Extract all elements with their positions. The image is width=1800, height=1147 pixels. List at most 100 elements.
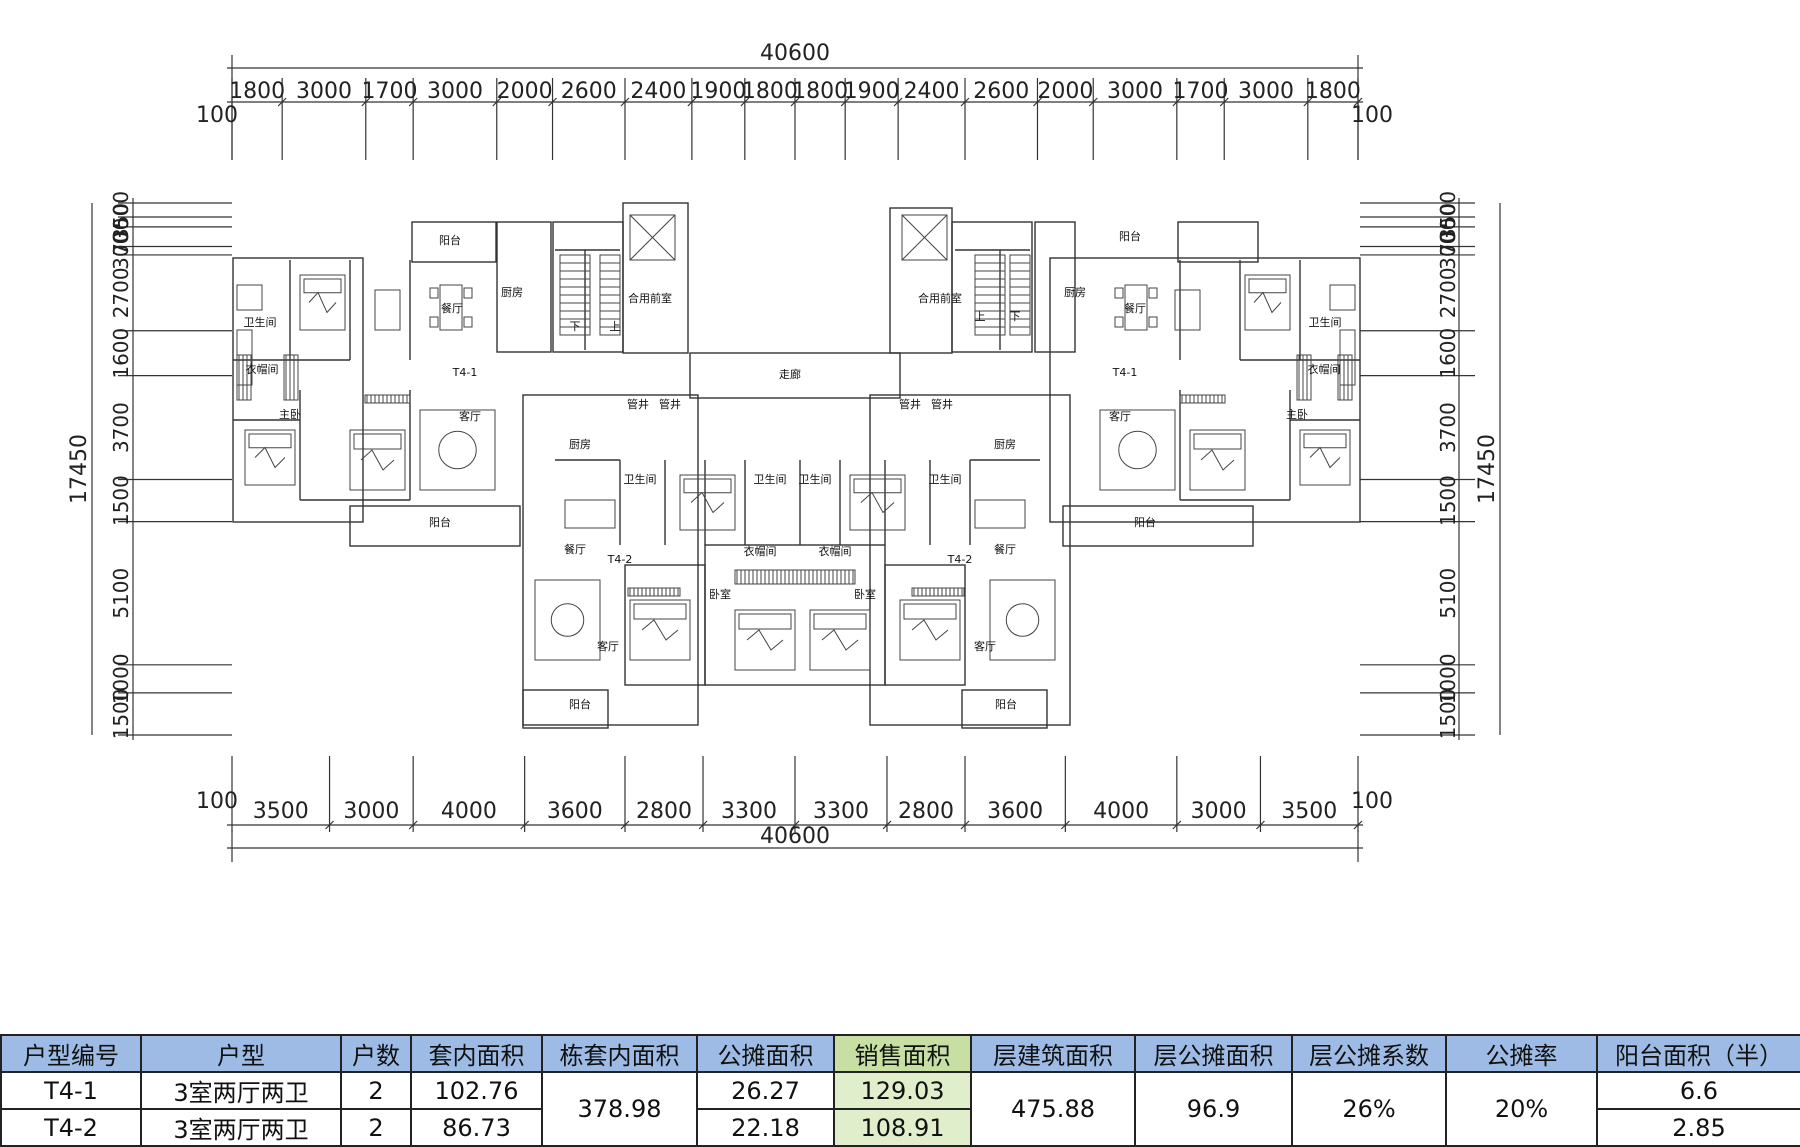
bed — [899, 599, 961, 661]
wall — [961, 689, 1048, 729]
top-dim-label: 3000 — [296, 79, 352, 104]
bed-cover — [690, 491, 725, 514]
sofa — [989, 579, 1056, 661]
room-label-living: 客厅 — [597, 639, 619, 653]
room-label-bedroom: 卧室 — [709, 587, 731, 601]
cell-count: 2 — [340, 1108, 412, 1147]
top-dim-label: 2400 — [904, 79, 960, 104]
top-tick-mark — [408, 97, 418, 107]
bed-cover — [360, 449, 395, 471]
cell-sale-area: 108.91 — [833, 1108, 972, 1147]
bed-cover — [821, 629, 859, 651]
chair — [463, 287, 473, 299]
bed-pillow — [738, 613, 792, 630]
room-label-cloakroom: 衣帽间 — [1308, 362, 1341, 376]
bottom-tick-mark — [1353, 820, 1363, 830]
cell-floor-shared-coef: 26% — [1291, 1071, 1447, 1147]
cell-count: 2 — [340, 1071, 412, 1110]
room-label-stair_down: 下 — [1010, 310, 1021, 323]
bed-cover — [860, 491, 895, 514]
room-label-kitchen: 厨房 — [569, 438, 591, 451]
stair — [599, 254, 621, 336]
bottom-tick-mark — [1256, 820, 1265, 830]
room-label-balcony: 阳台 — [569, 697, 591, 711]
top-tick-mark — [277, 97, 287, 107]
left-dim-label: 700 — [109, 218, 133, 256]
right-dim-label: 1500 — [1436, 688, 1460, 739]
room-label-bathroom: 卫生间 — [1309, 315, 1342, 329]
wardrobe — [283, 354, 299, 401]
room-label-bathroom: 卫生间 — [244, 315, 277, 329]
cell-floor-shared-area: 96.9 — [1134, 1071, 1293, 1147]
elevator — [901, 214, 948, 261]
cell-sale-area: 129.03 — [833, 1071, 972, 1110]
top-tick-mark — [1219, 97, 1229, 107]
bed — [1189, 429, 1246, 491]
elevator — [629, 214, 676, 261]
room-label-pipe_shaft: 管井 — [659, 397, 681, 411]
header-floor-shared-coef: 层公摊系数 — [1291, 1034, 1447, 1073]
wall — [1034, 221, 1076, 353]
wall — [232, 257, 364, 523]
wall — [869, 394, 1071, 726]
bed-pillow — [353, 433, 402, 450]
left-dim-label: 350 — [109, 203, 133, 241]
bottom-dim-label: 3300 — [721, 799, 777, 824]
left-dim-label: 3700 — [109, 402, 133, 453]
bed-cover — [308, 291, 337, 314]
wall — [951, 221, 1033, 353]
bottom-tick-mark — [960, 820, 970, 830]
left-dim-label: 500 — [109, 191, 133, 229]
bottom-dim-label: 4000 — [441, 799, 497, 824]
bed-cover — [1200, 449, 1235, 471]
chair — [429, 287, 439, 299]
cell-balcony-area: 2.85 — [1596, 1108, 1800, 1147]
header-shared-area: 公摊面积 — [696, 1034, 835, 1073]
room-label-bathroom: 卫生间 — [754, 472, 787, 486]
wardrobe — [734, 569, 856, 585]
top-dim-label: 2000 — [1037, 79, 1093, 104]
header-shared-rate: 公摊率 — [1445, 1034, 1598, 1073]
room-label-balcony: 阳台 — [995, 697, 1017, 711]
bath-fixture — [236, 284, 263, 311]
cell-shared-area: 22.18 — [696, 1108, 835, 1147]
room-label-unit_t4_2: T4-2 — [607, 553, 633, 566]
stair — [559, 254, 591, 336]
right-dim-label: 2700 — [1436, 267, 1460, 318]
room-label-living: 客厅 — [974, 639, 996, 653]
room-label-balcony: 阳台 — [1119, 229, 1141, 243]
bottom-tick-mark — [698, 820, 708, 830]
room-label-dining: 餐厅 — [441, 301, 463, 315]
chair — [1148, 316, 1158, 328]
top-dim-label: 1800 — [742, 79, 798, 104]
bed — [1299, 429, 1351, 486]
bed-cover — [911, 619, 949, 641]
cell-shared-rate: 20% — [1445, 1071, 1598, 1147]
top-dim-label: 3000 — [1107, 79, 1163, 104]
top-dim-label: 1800 — [1305, 79, 1361, 104]
room-label-master_bedroom: 主卧 — [1286, 408, 1308, 421]
room-label-stair_up: 上 — [975, 310, 986, 323]
room-label-bedroom: 卧室 — [854, 587, 876, 601]
left-dim-label: 1500 — [109, 475, 133, 526]
top-tick-mark — [1172, 97, 1182, 107]
top-dim-label: 3000 — [1238, 79, 1294, 104]
dining-table — [1124, 284, 1148, 331]
dining-table — [564, 499, 616, 529]
wall — [1049, 257, 1361, 523]
sofa — [534, 579, 601, 661]
top-tick-mark — [492, 97, 502, 107]
chair — [429, 316, 439, 328]
chair — [1148, 287, 1158, 299]
wall — [889, 207, 953, 354]
bottom-tick-mark — [790, 820, 800, 830]
top-tick-mark — [893, 97, 903, 107]
top-tick-mark — [960, 97, 970, 107]
top-right-offset: 100 — [1351, 103, 1393, 128]
top-dim-label: 1800 — [792, 79, 848, 104]
bed-cover — [641, 619, 679, 641]
wall — [884, 564, 966, 686]
bottom-dim-label: 2800 — [898, 799, 954, 824]
right-dim-label: 700 — [1436, 218, 1460, 256]
bottom-dim-label: 4000 — [1093, 799, 1149, 824]
